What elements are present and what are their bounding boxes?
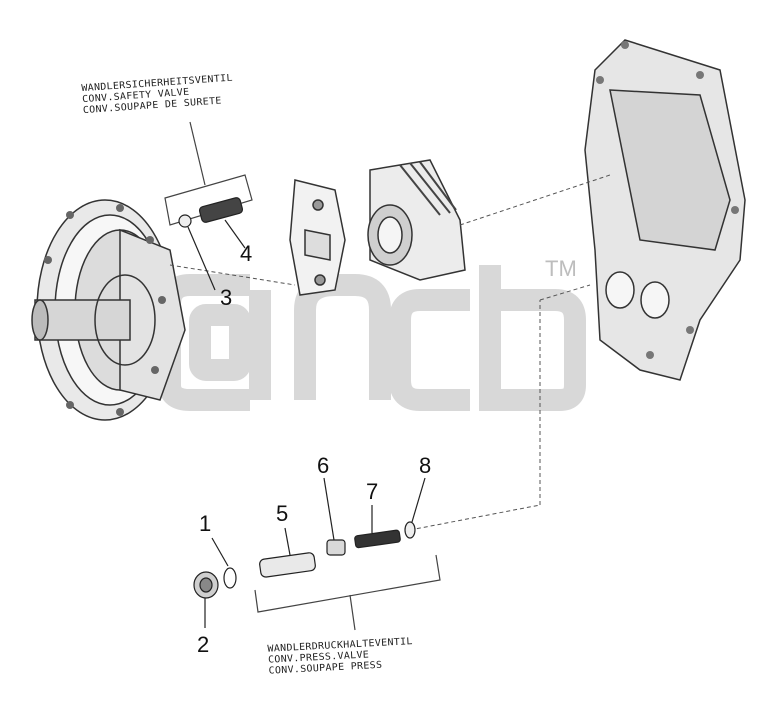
label-brackets [164,121,441,631]
pump-housing [31,199,186,421]
watermark-logo [159,265,586,411]
valve-body [289,179,346,296]
part-number-2: 2 [197,632,209,657]
part-number-8: 8 [419,453,431,478]
part-number-4: 4 [240,241,252,266]
part-number-7: 7 [366,479,378,504]
safety-valve-parts [178,197,246,291]
part-numbers: 1 2 3 4 5 6 7 8 [197,241,431,657]
pressure-valve-parts [193,477,426,628]
assembly-lines [169,174,611,531]
part-number-3: 3 [220,285,232,310]
pump-unit [367,159,466,281]
part-number-1: 1 [199,511,211,536]
gearbox-cover [584,39,746,381]
part-number-6: 6 [317,453,329,478]
part-number-5: 5 [276,501,288,526]
watermark-tm: TM [545,256,577,281]
